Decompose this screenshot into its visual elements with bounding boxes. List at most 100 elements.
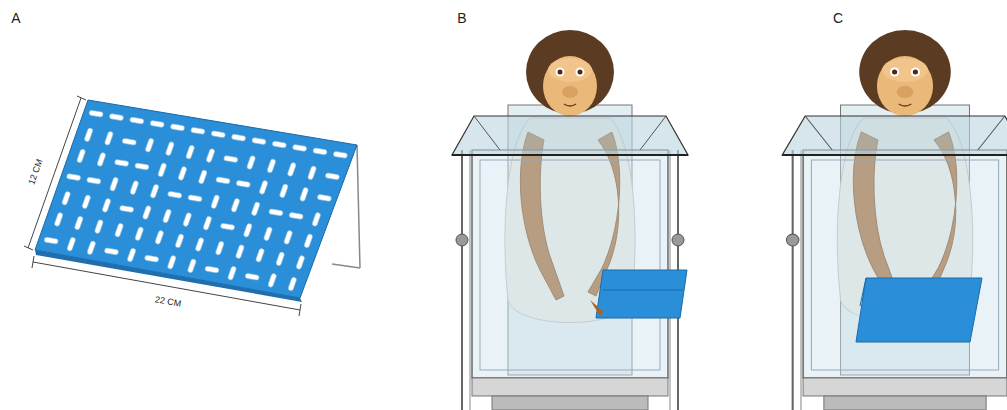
slot	[182, 212, 192, 227]
slot	[243, 223, 253, 238]
slot	[102, 198, 112, 213]
slot	[283, 230, 293, 245]
slot	[144, 255, 159, 262]
slot	[304, 233, 314, 248]
slot	[245, 273, 260, 280]
primate-chair	[452, 30, 688, 410]
slot	[170, 124, 185, 131]
slot	[235, 244, 245, 259]
slot	[216, 177, 231, 184]
slot	[122, 138, 137, 145]
slot	[255, 248, 265, 263]
slot	[211, 131, 226, 138]
slot	[119, 205, 134, 212]
slot	[185, 145, 195, 160]
slot	[54, 212, 64, 227]
slot	[87, 177, 102, 184]
slot	[263, 226, 273, 241]
slot	[82, 194, 92, 209]
slot	[142, 205, 152, 220]
slot	[325, 173, 340, 180]
slot	[89, 110, 104, 117]
slot	[259, 180, 269, 195]
primate-chair	[782, 30, 1007, 410]
slot	[269, 209, 284, 216]
slot	[135, 163, 150, 170]
slot	[187, 258, 197, 273]
slot	[175, 233, 185, 248]
slot-board	[596, 270, 687, 318]
slot	[130, 180, 140, 195]
slot	[198, 169, 208, 184]
slot	[66, 237, 76, 252]
slot	[94, 219, 104, 234]
slot-board	[856, 278, 982, 342]
slot	[272, 141, 287, 148]
slot	[203, 216, 213, 231]
slot	[165, 141, 175, 156]
slot	[150, 120, 165, 127]
slot	[246, 155, 256, 170]
slot	[220, 223, 235, 230]
slot	[84, 127, 94, 142]
dimension-label: 22 CM	[154, 295, 182, 308]
slot	[127, 248, 137, 263]
slot	[109, 177, 119, 192]
slot	[251, 201, 261, 216]
slot	[252, 137, 267, 144]
slot	[44, 237, 59, 244]
slot	[206, 148, 216, 163]
slot	[109, 113, 124, 120]
slot	[157, 162, 167, 177]
slot	[66, 173, 81, 180]
slot	[155, 230, 165, 245]
slot	[313, 148, 328, 155]
slot-board	[35, 100, 360, 302]
slot	[231, 134, 246, 141]
slot	[97, 152, 107, 167]
slot	[231, 198, 241, 213]
slot	[288, 277, 298, 292]
slot	[292, 144, 307, 151]
slot	[104, 248, 119, 255]
dimension-line	[24, 96, 301, 316]
slot	[167, 255, 177, 270]
slot	[178, 166, 188, 181]
slot	[114, 159, 129, 166]
slot	[210, 194, 220, 209]
panel-letter: C	[833, 11, 843, 25]
slot	[167, 191, 182, 198]
slot	[205, 266, 220, 273]
slot	[312, 212, 322, 227]
slot	[227, 266, 237, 281]
panel-letter: A	[11, 11, 20, 25]
slot	[76, 149, 86, 164]
slot	[287, 162, 297, 177]
dimension-label: 12 CM	[27, 158, 44, 186]
slot	[114, 223, 124, 238]
slot	[299, 187, 309, 202]
slot	[61, 191, 71, 206]
slot	[215, 241, 225, 256]
slot	[104, 131, 114, 146]
slot	[279, 183, 289, 198]
slot	[188, 195, 203, 202]
slot	[191, 127, 206, 134]
slot	[275, 251, 285, 266]
slot	[296, 255, 306, 270]
slot	[223, 155, 238, 162]
slot	[236, 180, 251, 187]
slot	[267, 273, 277, 288]
slot	[289, 212, 304, 219]
slot	[129, 117, 144, 124]
slot	[134, 226, 144, 241]
slot	[333, 151, 348, 158]
panel-letter: B	[457, 11, 466, 25]
slot	[87, 240, 97, 255]
slot	[150, 184, 160, 199]
slot	[162, 209, 172, 224]
slot	[145, 138, 155, 153]
slot	[307, 165, 317, 180]
